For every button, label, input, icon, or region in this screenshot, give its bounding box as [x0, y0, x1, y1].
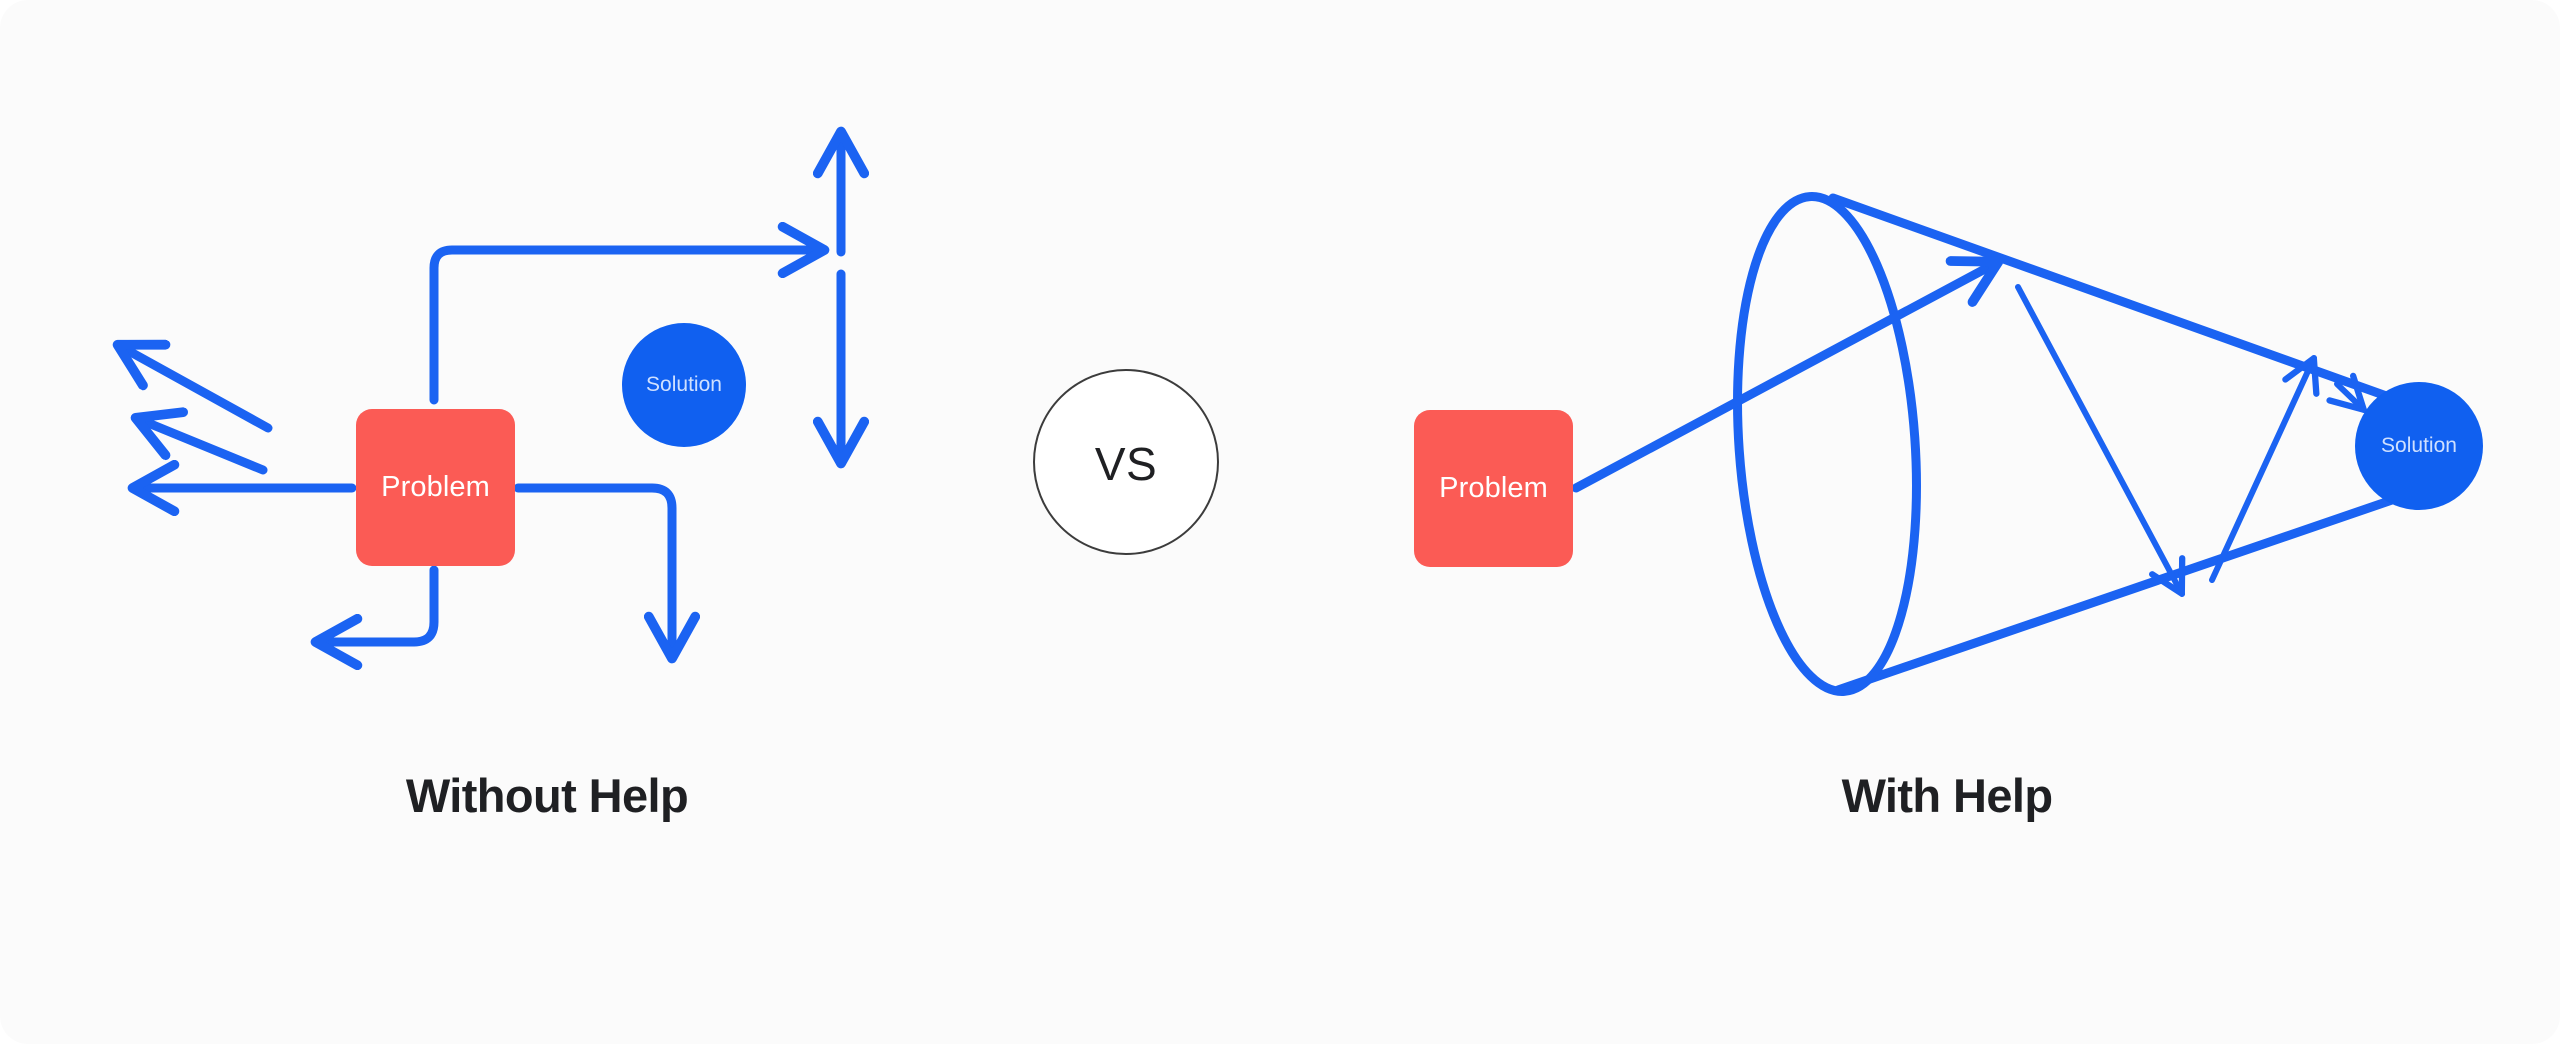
vs-circle[interactable]: [1033, 369, 1219, 555]
guided-zigzag-down-3: [2326, 372, 2367, 413]
right-problem-box[interactable]: [1414, 410, 1573, 567]
guided-zigzag-up-2: [2209, 355, 2320, 583]
left-solution-circle[interactable]: [622, 323, 746, 447]
scatter-arrow-right-elbow: [513, 483, 672, 658]
scatter-arrow-up-left-1: [118, 345, 273, 433]
vs-label: VS: [1094, 438, 1158, 490]
guided-path-entry: [1571, 262, 1998, 493]
funnel-mouth-ellipse: [1733, 192, 1921, 696]
funnel-edge-bottom: [1833, 495, 2397, 695]
left-problem-box[interactable]: [356, 409, 515, 566]
right-panel-group: [1414, 192, 2483, 696]
vs-divider-group: [1033, 369, 1219, 555]
left-panel-title: Without Help: [405, 769, 689, 822]
scatter-arrow-bottom-elbow: [316, 565, 439, 642]
guided-zigzag-down-1: [2015, 284, 2186, 597]
right-panel-title: With Help: [1841, 769, 2053, 822]
scatter-arrow-top-elbow: [429, 250, 824, 405]
left-panel-group: [118, 132, 841, 658]
right-solution-circle[interactable]: [2355, 382, 2483, 510]
scatter-arrow-up-left-2: [136, 418, 268, 475]
